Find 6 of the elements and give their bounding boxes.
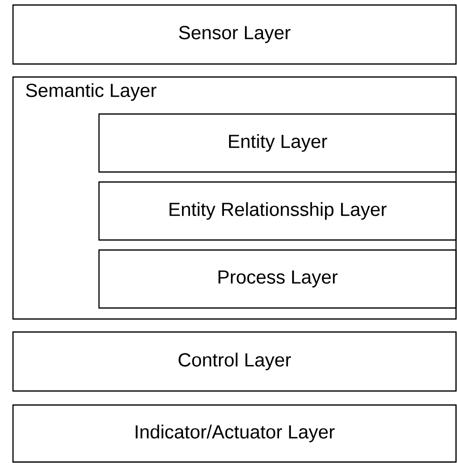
layer-box: Entity Relationsship Layer	[98, 181, 457, 241]
layer-box: Process Layer	[98, 249, 457, 309]
layer-box: Control Layer	[12, 331, 457, 392]
layer-box: Sensor Layer	[12, 4, 457, 65]
layer-box: Indicator/Actuator Layer	[12, 404, 457, 463]
layer-box: Entity Layer	[98, 113, 457, 173]
